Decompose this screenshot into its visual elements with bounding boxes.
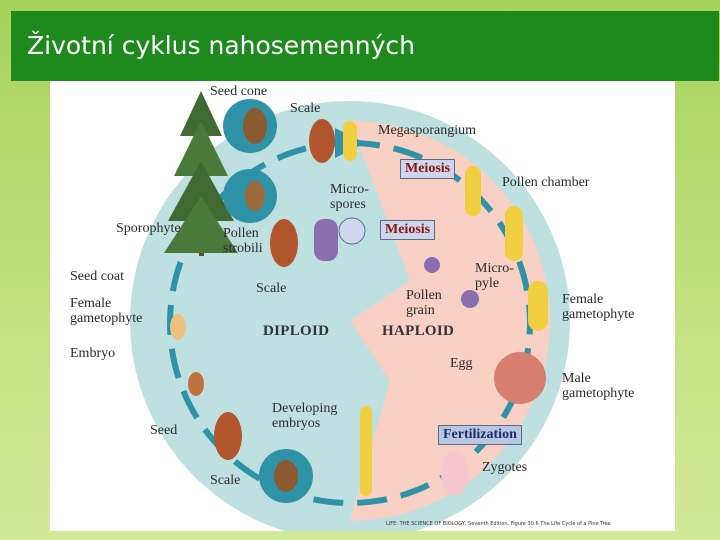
- label-female-gametophyte-right: Female gametophyte: [562, 292, 635, 322]
- label-microspores: Micro- spores: [330, 182, 369, 212]
- pine-tree-icon: [164, 91, 238, 256]
- label-diploid: DIPLOID: [263, 323, 330, 339]
- seed-section-icon: [170, 314, 186, 340]
- label-seed: Seed: [150, 423, 178, 438]
- scale-icon: [309, 119, 335, 163]
- megasporangium-icon: [343, 121, 357, 161]
- label-pollen-grain: Pollen grain: [406, 288, 442, 318]
- label-haploid: HAPLOID: [382, 323, 455, 339]
- label-egg: Egg: [450, 356, 473, 371]
- female-gametophyte-icon: [528, 281, 548, 331]
- seed-scale-icon: [214, 412, 242, 460]
- developing-embryo-icon: [360, 406, 372, 496]
- label-pollen-chamber: Pollen chamber: [502, 175, 590, 190]
- ovule-pollen-icon: [505, 206, 523, 261]
- microspores-icon: [338, 217, 366, 245]
- seedling-cone-icon: [259, 449, 313, 503]
- seed-icon: [188, 372, 204, 396]
- slide-header: Životní cyklus nahosemenných: [11, 11, 719, 81]
- label-scale-mid: Scale: [256, 281, 287, 296]
- label-male-gametophyte: Male gametophyte: [562, 371, 635, 401]
- microsporangium-icon: [314, 219, 338, 261]
- label-seed-coat: Seed coat: [70, 269, 125, 284]
- seed-cone-icon: [223, 99, 277, 153]
- pollen-cone-icon: [223, 169, 277, 223]
- slide-title: Životní cyklus nahosemenných: [27, 31, 416, 60]
- pine-life-cycle-figure: Seed cone Scale Megasporangium Meiosis P…: [50, 81, 675, 531]
- ovule-icon: [465, 166, 481, 216]
- tetrad-icon: [424, 257, 440, 273]
- male-gametophyte-icon: [494, 352, 546, 404]
- zygotes-icon: [441, 451, 469, 495]
- meiosis-box-1: Meiosis: [400, 159, 456, 179]
- label-female-gametophyte-left: Female gametophyte: [70, 296, 143, 326]
- pollen-grain-icon: [461, 290, 479, 308]
- label-megasporangium: Megasporangium: [378, 123, 476, 138]
- label-sporophyte: Sporophyte: [116, 221, 181, 236]
- label-pollen-strobili: Pollen strobili: [223, 226, 263, 256]
- label-zygotes: Zygotes: [482, 460, 528, 475]
- label-scale-top: Scale: [290, 101, 321, 116]
- label-scale-bottom: Scale: [210, 473, 241, 488]
- label-seed-cone: Seed cone: [210, 84, 268, 99]
- label-developing-embryos: Developing embryos: [272, 401, 338, 431]
- pollen-strobili-scale-icon: [270, 219, 298, 267]
- meiosis-box-2: Meiosis: [380, 220, 436, 240]
- figure-credit: LIFE: THE SCIENCE OF BIOLOGY, Seventh Ed…: [386, 521, 611, 527]
- label-micropyle: Micro- pyle: [475, 261, 514, 291]
- fertilization-box: Fertilization: [438, 425, 522, 445]
- label-embryo: Embryo: [70, 346, 116, 361]
